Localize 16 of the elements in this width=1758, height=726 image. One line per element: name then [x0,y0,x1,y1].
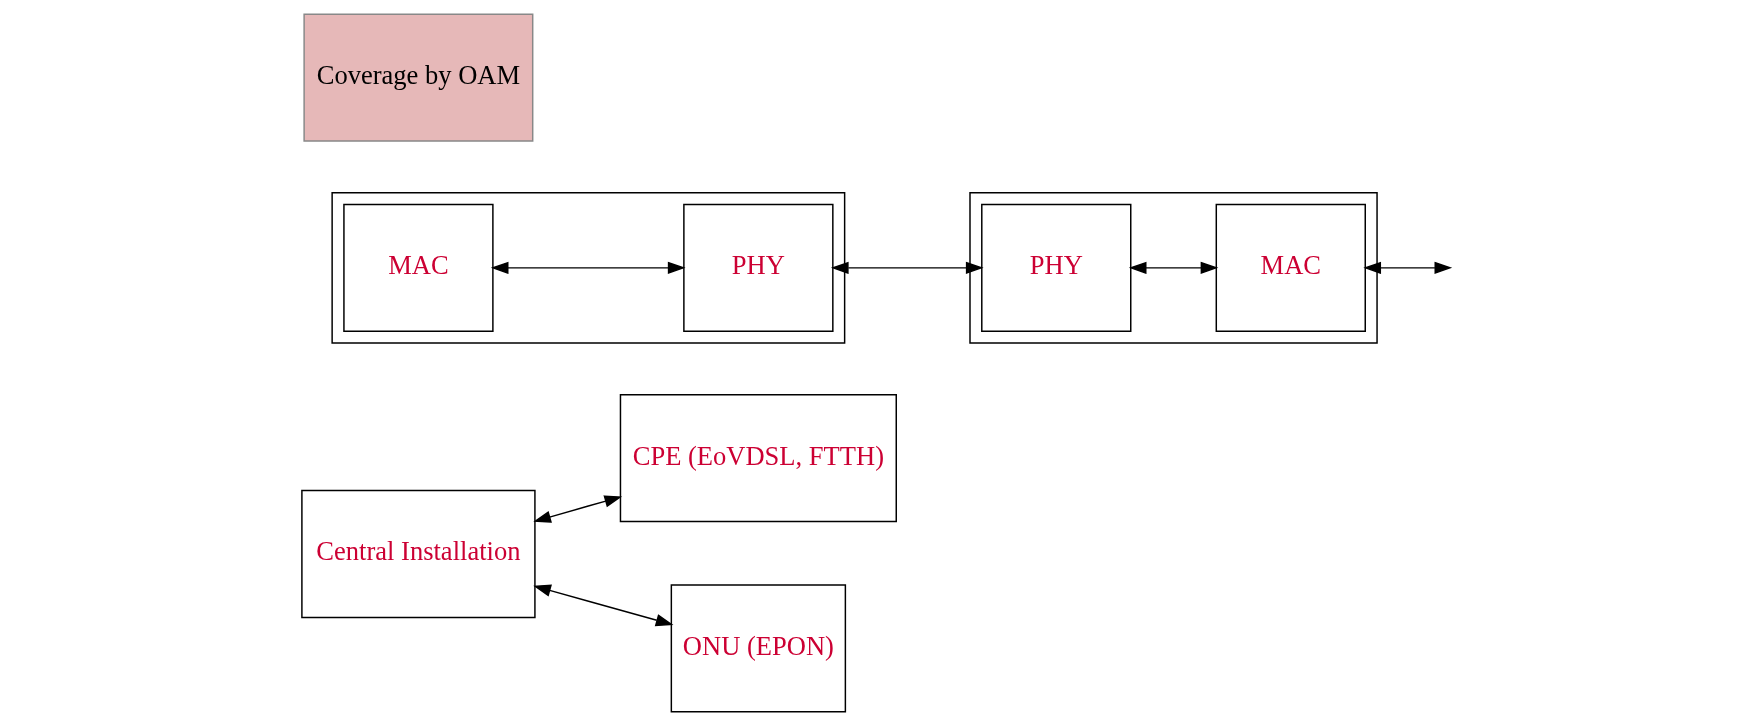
arrow [830,261,984,275]
arrow [533,584,674,627]
node-box: MAC [1215,203,1366,333]
arrow [1128,261,1219,275]
node-box: MAC [343,203,494,333]
arrow [490,261,686,275]
node-box: ONU (EPON) [670,584,847,713]
arrow [1363,261,1453,275]
arrow [533,495,623,523]
node-box: Coverage by OAM [303,13,534,142]
node-box: PHY [683,203,834,333]
cluster [969,191,1378,344]
node-box: Central Installation [301,489,536,619]
cluster [331,191,846,344]
node-box: PHY [981,203,1132,333]
node-box: CPE (EoVDSL, FTTH) [619,393,897,523]
